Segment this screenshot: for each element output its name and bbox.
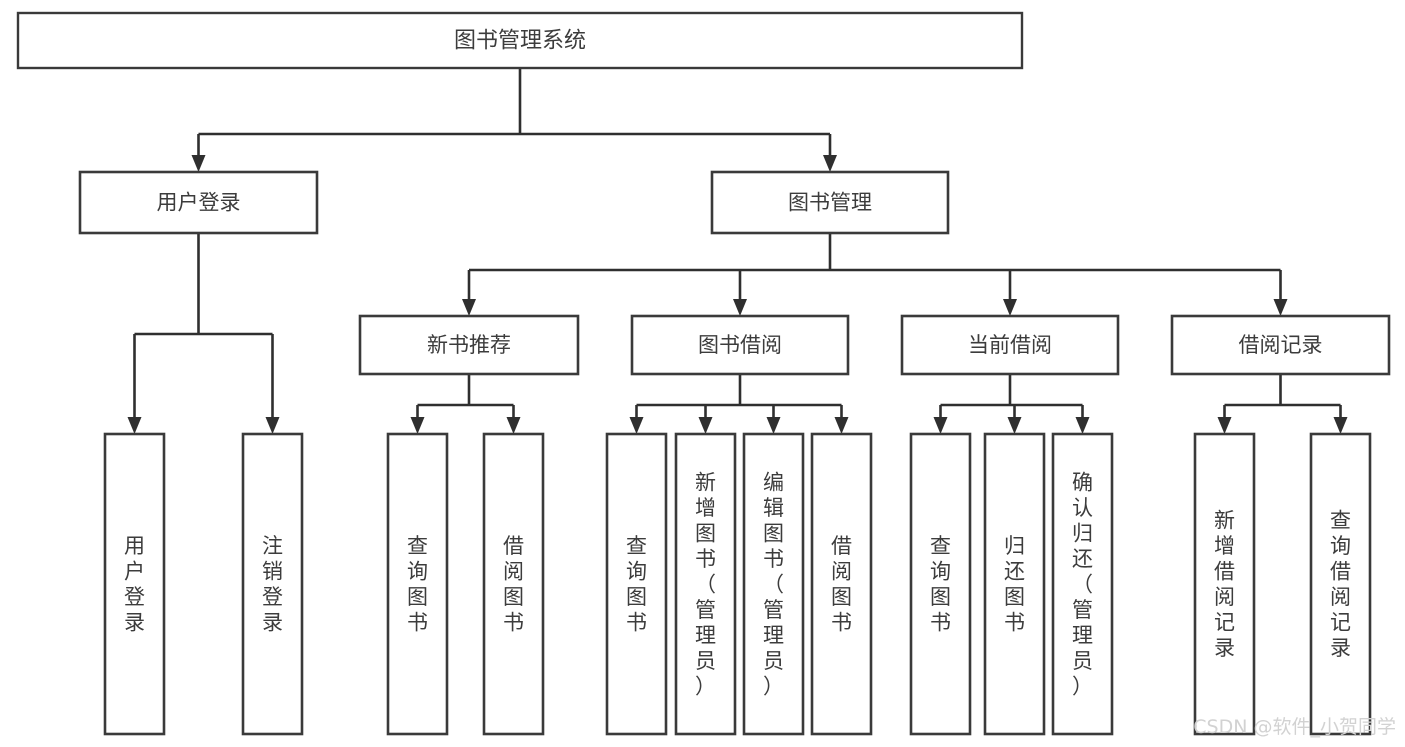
arrow-head-icon: [1217, 417, 1232, 434]
node-label: 新增图书（管理员）: [695, 470, 716, 698]
node-cb-return-book[interactable]: 归还图书: [983, 432, 1046, 736]
arrow-head-icon: [191, 155, 206, 172]
arrow-head-icon: [462, 299, 476, 316]
node-box: [900, 314, 1120, 376]
node-box: [674, 432, 737, 736]
node-box: [78, 170, 319, 235]
node-br-add-record[interactable]: 新增借阅记录: [1193, 432, 1256, 736]
node-box: [1193, 432, 1256, 736]
csdn-watermark: CSDN @软件_小贺同学: [1193, 716, 1396, 738]
node-nbr-query-book[interactable]: 查询图书: [386, 432, 449, 736]
arrow-head-icon: [265, 417, 280, 434]
node-label: 查询图书: [407, 534, 428, 635]
arrow-head-icon: [127, 417, 142, 434]
arrow-head-icon: [629, 417, 644, 434]
arrow-head-icon: [1007, 417, 1022, 434]
node-box: [909, 432, 972, 736]
node-label: 新增借阅记录: [1214, 509, 1235, 661]
node-label: 借阅图书: [503, 534, 524, 635]
arrow-head-icon: [766, 417, 781, 434]
node-current-borrow[interactable]: 当前借阅: [900, 314, 1120, 376]
node-book-management[interactable]: 图书管理: [710, 170, 950, 235]
node-br-query-record[interactable]: 查询借阅记录: [1309, 432, 1372, 736]
node-label: 查询图书: [626, 534, 647, 635]
node-user-login[interactable]: 用户登录: [78, 170, 319, 235]
node-box: [1051, 432, 1114, 736]
node-book-borrow[interactable]: 图书借阅: [630, 314, 850, 376]
arrow-head-icon: [823, 155, 837, 172]
arrow-head-icon: [410, 417, 425, 434]
node-label: 新书推荐: [427, 333, 511, 357]
node-label: 用户登录: [124, 534, 145, 635]
node-new-book-recommend[interactable]: 新书推荐: [358, 314, 580, 376]
arrow-head-icon: [933, 417, 948, 434]
node-label: 借阅图书: [831, 534, 852, 635]
node-box: [103, 432, 166, 736]
node-box: [810, 432, 873, 736]
node-box: [482, 432, 545, 736]
node-bb-add-book[interactable]: 新增图书（管理员）: [674, 432, 737, 736]
node-layer: 图书管理系统用户登录用户登录注销登录图书管理新书推荐查询图书借阅图书图书借阅查询…: [16, 11, 1391, 736]
arrow-head-icon: [834, 417, 849, 434]
node-box: [1309, 432, 1372, 736]
node-user-login-do[interactable]: 用户登录: [103, 432, 166, 736]
node-label: 借阅记录: [1239, 333, 1323, 357]
node-cb-confirm-return[interactable]: 确认归还（管理员）: [1051, 432, 1114, 736]
arrow-head-icon: [733, 299, 747, 316]
arrow-head-icon: [1003, 299, 1017, 316]
node-label: 图书管理: [788, 191, 872, 215]
arrow-head-icon: [1333, 417, 1348, 434]
node-box: [241, 432, 304, 736]
node-box: [1170, 314, 1391, 376]
node-label: 图书管理系统: [454, 29, 586, 54]
node-box: [983, 432, 1046, 736]
arrow-head-icon: [1273, 299, 1288, 316]
node-box: [605, 432, 668, 736]
node-bb-edit-book[interactable]: 编辑图书（管理员）: [742, 432, 805, 736]
node-box: [358, 314, 580, 376]
node-box: [742, 432, 805, 736]
node-bb-borrow-book[interactable]: 借阅图书: [810, 432, 873, 736]
node-nbr-borrow-book[interactable]: 借阅图书: [482, 432, 545, 736]
connector-layer: [127, 68, 1348, 434]
node-label: 图书借阅: [698, 333, 782, 357]
node-root[interactable]: 图书管理系统: [16, 11, 1024, 70]
node-label: 查询借阅记录: [1330, 509, 1351, 661]
node-label: 当前借阅: [968, 333, 1052, 357]
arrow-head-icon: [698, 417, 713, 434]
node-box: [630, 314, 850, 376]
node-label: 编辑图书（管理员）: [763, 470, 784, 698]
node-label: 归还图书: [1004, 534, 1025, 635]
node-box: [386, 432, 449, 736]
node-cb-query-book[interactable]: 查询图书: [909, 432, 972, 736]
node-label: 确认归还（管理员）: [1072, 470, 1093, 698]
node-bb-query-book[interactable]: 查询图书: [605, 432, 668, 736]
node-label: 注销登录: [262, 534, 283, 635]
node-borrow-record[interactable]: 借阅记录: [1170, 314, 1391, 376]
node-user-logout[interactable]: 注销登录: [241, 432, 304, 736]
node-box: [710, 170, 950, 235]
node-label: 用户登录: [157, 191, 241, 215]
arrow-head-icon: [506, 417, 521, 434]
node-box: [16, 11, 1024, 70]
node-label: 查询图书: [930, 534, 951, 635]
arrow-head-icon: [1075, 417, 1090, 434]
